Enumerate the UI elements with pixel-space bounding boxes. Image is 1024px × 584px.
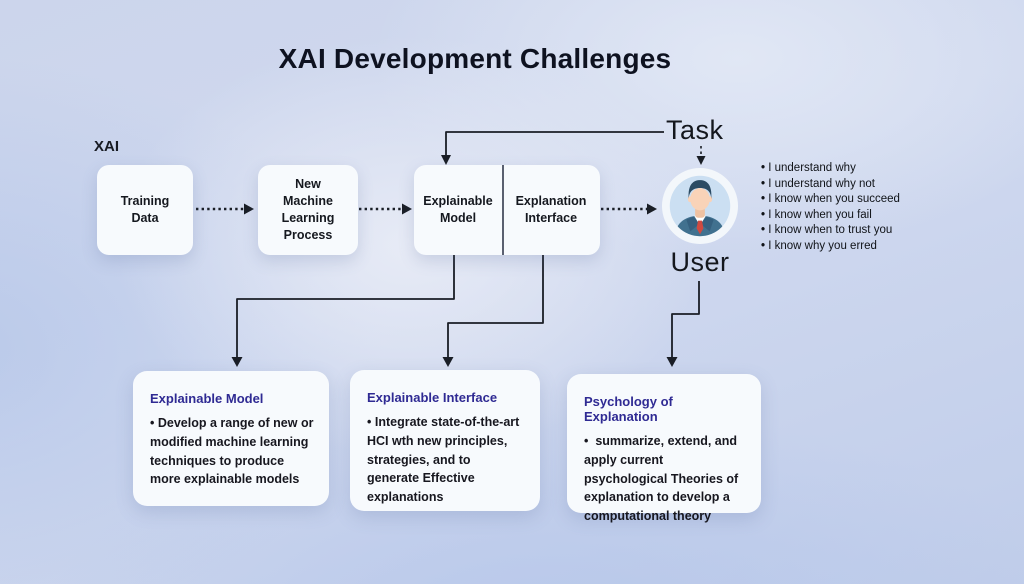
flow-node-new-ml-process: New Machine Learning Process [258, 165, 358, 255]
card-body: • Develop a range of new or modified mac… [150, 416, 321, 487]
arrowhead-icon [231, 357, 243, 367]
avatar-lapel-left [686, 216, 700, 232]
task-label: Task [666, 115, 724, 145]
user-statement: I understand why [761, 162, 900, 174]
business-user-avatar-icon [661, 167, 739, 245]
card-heading: Explainable Interface [367, 390, 498, 405]
flow-node-training-data: Training Data [97, 165, 193, 255]
arrowhead-icon [647, 203, 657, 215]
challenge-card-psychology-of-explanation: Psychology of Explanation • summarize, e… [567, 374, 761, 523]
arrowhead-icon [442, 357, 454, 367]
arrowhead-icon [666, 357, 678, 367]
card-body: • summarize, extend, and apply current p… [584, 434, 742, 523]
flow-node-model-interface: Explainable Model Explanation Interface [414, 165, 600, 255]
challenge-card-explainable-model: Explainable Model • Develop a range of n… [133, 371, 329, 506]
avatar-face [690, 187, 710, 211]
user-label: User [670, 247, 730, 277]
flow-node-explainable-model: Explainable Model [414, 165, 502, 255]
flow-node-label: New Machine Learning Process [281, 177, 335, 242]
avatar-ear [687, 196, 692, 203]
avatar-tie [696, 220, 704, 235]
arrowhead-icon [696, 156, 706, 165]
arrowhead-icon [402, 203, 412, 215]
user-statement: I understand why not [761, 178, 900, 190]
user-statement: I know when you succeed [761, 193, 900, 205]
avatar-ear [708, 196, 713, 203]
xai-label: XAI [94, 138, 120, 155]
avatar-hair [688, 180, 712, 200]
user-statements-list: I understand why I understand why not I … [761, 162, 900, 252]
arrowhead-icon [441, 155, 451, 165]
user-statement: I know when you fail [761, 209, 900, 221]
card-heading: Psychology of Explanation [584, 394, 681, 424]
flow-node-label: Explainable Model [423, 194, 493, 225]
model-to-card1-connector [236, 255, 455, 357]
flow-node-label: Training Data [120, 194, 170, 225]
flow-node-explanation-interface: Explanation Interface [502, 165, 600, 255]
user-to-card3-connector [671, 281, 700, 357]
user-statement: I know why you erred [761, 240, 900, 252]
divider [502, 165, 504, 255]
task-to-model-connector [445, 131, 664, 156]
user-statement: I know when to trust you [761, 224, 900, 236]
avatar-lapel-right [700, 216, 714, 232]
interface-to-card2-connector [447, 255, 544, 357]
user-avatar [661, 167, 739, 245]
card-body: • Integrate state-of-the-art HCI wth new… [367, 415, 523, 504]
card-heading: Explainable Model [150, 391, 264, 406]
arrowhead-icon [244, 203, 254, 215]
page-title: XAI Development Challenges [278, 43, 672, 74]
challenge-card-explainable-interface: Explainable Interface • Integrate state-… [350, 370, 540, 511]
flow-node-label: Explanation Interface [515, 194, 587, 225]
